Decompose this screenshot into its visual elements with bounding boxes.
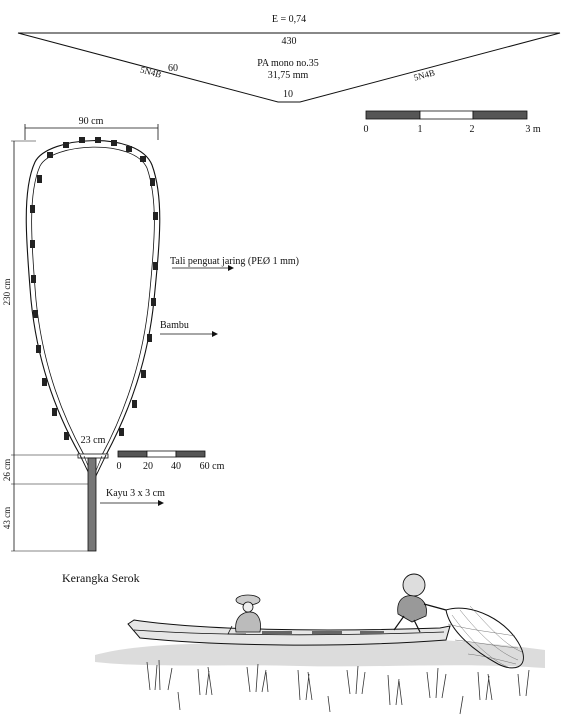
wooden-handle [87, 457, 97, 552]
bamboo-label: Bambu [160, 320, 189, 331]
figure-caption: Kerangka Serok [62, 571, 140, 585]
bottom-width-label: 10 [283, 89, 293, 100]
scale-bar-small-seg-1 [117, 450, 148, 458]
fishing-scene [95, 573, 545, 715]
net-spec-diagram: E = 0,74 430 60 5N4B 5N4B PA mono no.35 … [17, 14, 561, 103]
neck-crossbar [77, 453, 109, 459]
boat-thwarts [262, 631, 384, 634]
rope-label: Tali penguat jaring (PEØ 1 mm) [170, 256, 299, 267]
scale-bar-small: 0 20 40 60 cm [117, 450, 225, 472]
rope-nodes [30, 137, 158, 440]
scale-bar-small-seg-3 [175, 450, 206, 458]
boat-rim [133, 629, 445, 636]
scoop-frame: 90 cm 230 cm 26 cm 43 cm [2, 116, 299, 552]
standing-fisherman-hat [402, 573, 426, 597]
scale-bar-large-seg-1 [365, 110, 421, 120]
efficiency-label: E = 0,74 [272, 14, 306, 25]
handle-label: Kayu 3 x 3 cm [106, 488, 165, 499]
handle-length-label: 43 cm [2, 507, 12, 529]
scale-bar-large-seg-2 [419, 110, 474, 120]
left-cut-label: 5N4B [139, 64, 162, 79]
top-width-label: 430 [282, 36, 297, 47]
scale-bar-large-label-0: 0 [364, 124, 369, 135]
scale-bar-small-label-1: 20 [143, 461, 153, 472]
scale-bar-small-seg-2 [146, 450, 177, 458]
bamboo-frame-inner [31, 146, 155, 456]
net-panel-outline [17, 32, 561, 103]
handle-arrow-head [158, 500, 164, 506]
scale-bar-large-label-1: 1 [418, 124, 423, 135]
material-label: PA mono no.35 [257, 58, 319, 69]
standing-fisherman [393, 573, 447, 633]
neck-width-label: 23 cm [81, 435, 106, 446]
left-depth-label: 60 [168, 63, 178, 74]
water-plants [146, 659, 530, 715]
rope-arrow-head [228, 265, 234, 271]
right-cut-label: 5N4B [413, 67, 436, 82]
scale-bar-small-label-0: 0 [117, 461, 122, 472]
scale-bar-large-seg-3 [472, 110, 528, 120]
bamboo-frame-outer [25, 140, 161, 456]
frame-height-label: 230 cm [2, 279, 12, 306]
scale-bar-large: 0 1 2 3 m [364, 110, 541, 135]
neck-height-label: 26 cm [2, 459, 12, 481]
bamboo-arrow-head [212, 331, 218, 337]
scale-bar-small-label-2: 40 [171, 461, 181, 472]
frame-width-label: 90 cm [79, 116, 104, 127]
water-surface [95, 638, 545, 668]
scale-bar-small-label-3: 60 cm [200, 461, 225, 472]
mesh-size-label: 31,75 mm [268, 70, 309, 81]
scale-bar-large-label-3: 3 m [525, 124, 541, 135]
seated-fisherman [227, 594, 261, 635]
scale-bar-large-label-2: 2 [470, 124, 475, 135]
scoop-net-in-use [445, 605, 524, 669]
